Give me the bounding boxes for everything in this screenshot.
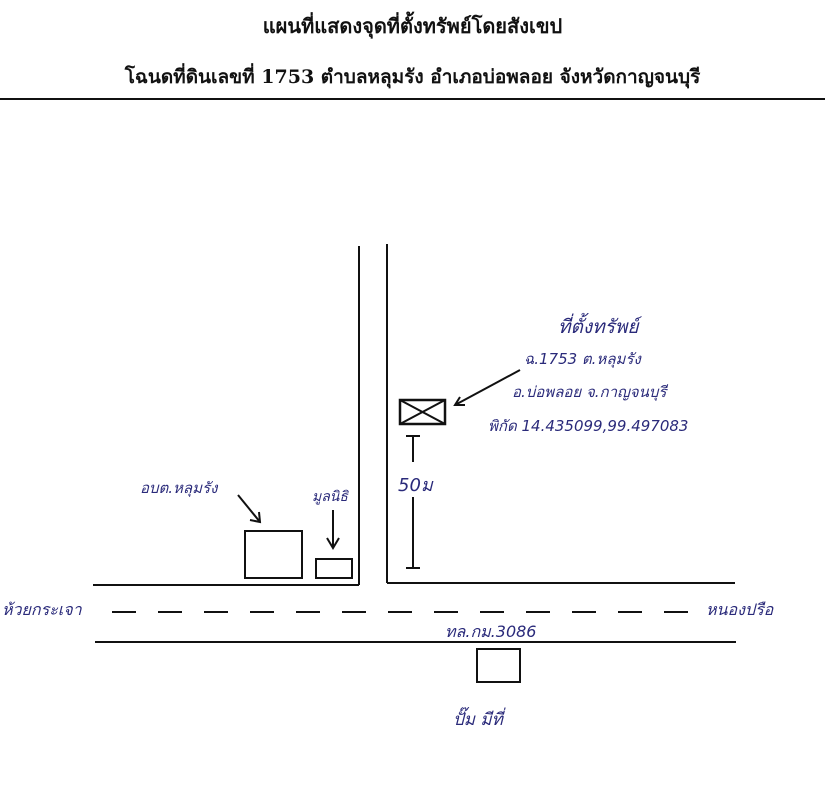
gas-station-building bbox=[476, 648, 521, 683]
gas-station-label: ปั๊ม มีที่ bbox=[453, 710, 503, 730]
property-district-line: อ.บ่อพลอย จ.กาญจนบุรี bbox=[512, 383, 667, 401]
foundation-label: มูลนิธิ bbox=[312, 489, 348, 505]
road-direction-right: หนองปรือ bbox=[706, 600, 774, 619]
distance-indicator bbox=[406, 435, 420, 569]
map-title: แผนที่แสดงจุดที่ตั้งทรัพย์โดยสังเขป bbox=[262, 14, 563, 38]
foundation-arrow bbox=[326, 510, 340, 550]
foundation-building bbox=[315, 558, 353, 579]
property-pointer-arrow bbox=[453, 369, 521, 406]
road-direction-left: ห้วยกระเจา bbox=[2, 600, 82, 619]
tambon-office-label: อบต.หลุมรัง bbox=[140, 479, 218, 497]
tambon-office-building bbox=[244, 530, 303, 579]
tambon-office-arrow bbox=[237, 494, 262, 524]
property-coordinates: พิกัด 14.435099,99.497083 bbox=[488, 417, 689, 435]
property-deed-line: ฉ.1753 ต.หลุมรัง bbox=[524, 350, 641, 368]
property-marker bbox=[398, 398, 447, 426]
road-name: ทล.กม.3086 bbox=[445, 622, 537, 641]
map-subtitle: โฉนดที่ดินเลขที่ 1753 ตำบลหลุมรัง อำเภอบ… bbox=[124, 66, 701, 88]
property-label: ที่ตั้งทรัพย์ bbox=[558, 316, 639, 338]
distance-label: 50ม bbox=[398, 475, 433, 496]
